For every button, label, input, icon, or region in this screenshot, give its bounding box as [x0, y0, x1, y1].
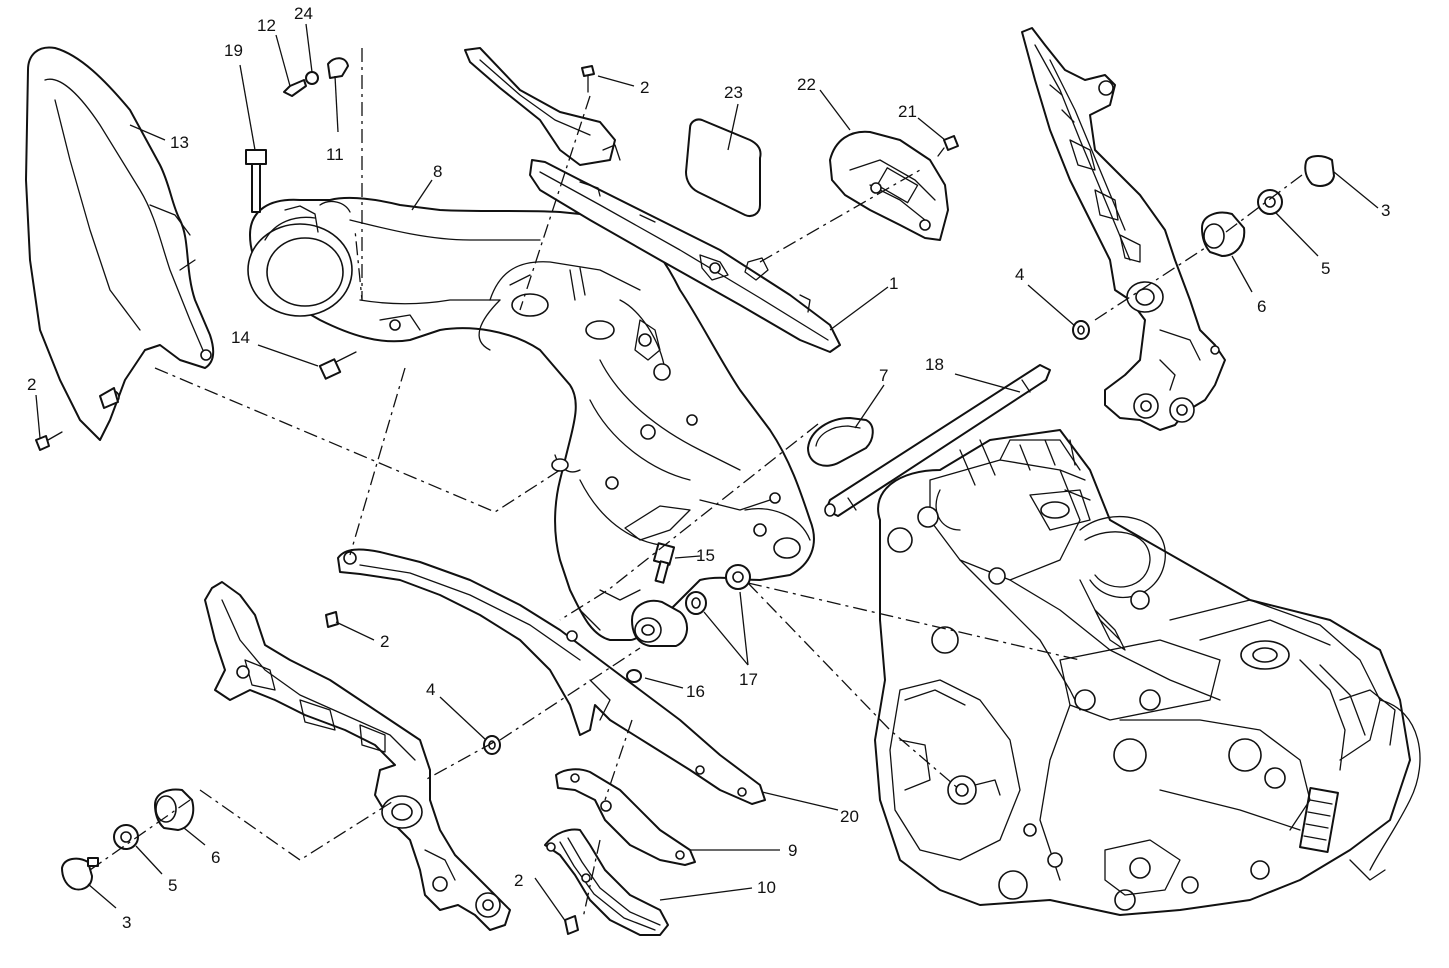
callout-2-bottom: 2	[514, 871, 523, 890]
guard-9	[555, 768, 696, 866]
rear-mudguard-13	[25, 46, 215, 441]
callout-2-top: 2	[640, 78, 649, 97]
bolt-19-head	[245, 149, 267, 165]
callout-10: 10	[757, 878, 776, 897]
small-hardware	[35, 57, 1335, 935]
callout-5-left: 5	[168, 876, 177, 895]
callout-6-right: 6	[1257, 297, 1266, 316]
bolt-19-shank	[251, 163, 261, 213]
callouts: 1 2 2 2 2 3 3 4 4 5 5 6 6 7 8 9 10 11 12…	[27, 4, 1390, 932]
callout-21: 21	[898, 102, 917, 121]
callout-19: 19	[224, 41, 243, 60]
seal-7	[807, 417, 874, 467]
callout-8: 8	[433, 162, 442, 181]
callout-2-center: 2	[380, 632, 389, 651]
callout-16: 16	[686, 682, 705, 701]
callout-3-right: 3	[1381, 201, 1390, 220]
chain-guard-upper	[464, 47, 841, 353]
callout-12: 12	[257, 16, 276, 35]
callout-20: 20	[840, 807, 859, 826]
callout-7: 7	[879, 366, 888, 385]
cover-22	[829, 130, 949, 241]
callout-17: 17	[739, 670, 758, 689]
callout-22: 22	[797, 75, 816, 94]
callout-4-right: 4	[1015, 265, 1024, 284]
callout-24: 24	[294, 4, 313, 23]
callout-13: 13	[170, 133, 189, 152]
guard-10	[544, 828, 669, 936]
callout-2-left: 2	[27, 375, 36, 394]
footpeg-bracket-right	[1021, 27, 1226, 431]
footpeg-bracket-left	[204, 581, 511, 931]
callout-11: 11	[326, 145, 344, 164]
chain-slider-20	[337, 548, 766, 805]
leader-lines	[35, 23, 1379, 923]
callout-5-right: 5	[1321, 259, 1330, 278]
callout-23: 23	[724, 83, 743, 102]
callout-4-left: 4	[426, 680, 435, 699]
swingarm	[247, 196, 815, 647]
callout-15: 15	[696, 546, 715, 565]
callout-6-left: 6	[211, 848, 220, 867]
engine-assembly	[874, 429, 1421, 916]
callout-14: 14	[231, 328, 250, 347]
callout-9: 9	[788, 841, 797, 860]
callout-18: 18	[925, 355, 944, 374]
assembly-lines	[89, 48, 1303, 919]
callout-3-left: 3	[122, 913, 131, 932]
sticker-23	[685, 118, 762, 217]
spindle-18	[824, 364, 1051, 517]
callout-1: 1	[889, 274, 898, 293]
